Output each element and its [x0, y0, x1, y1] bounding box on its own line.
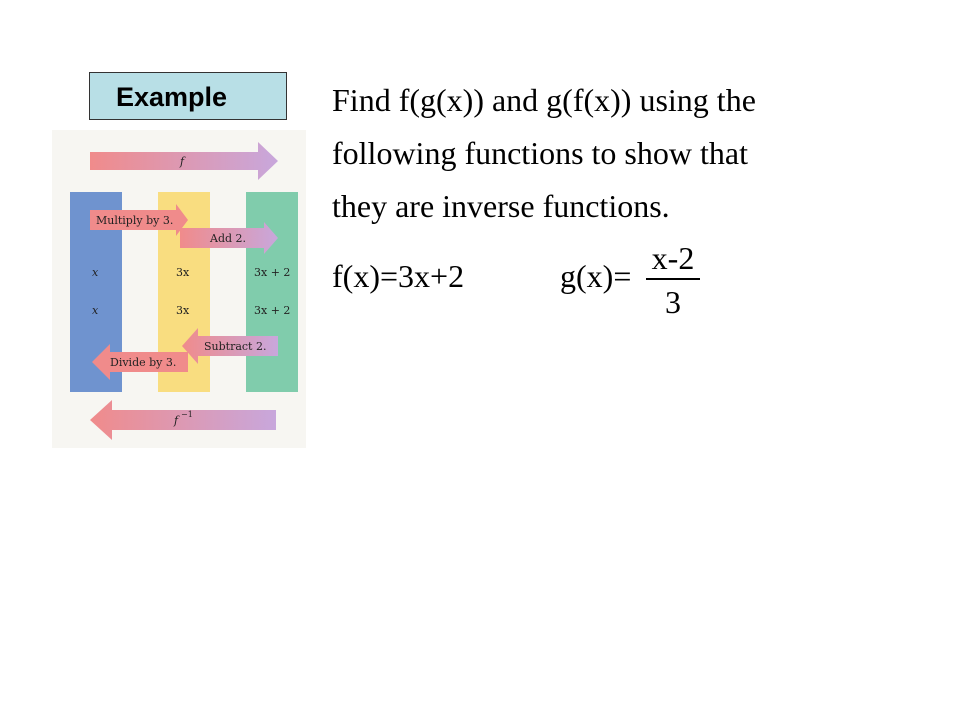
f-arrow-label: f: [179, 155, 186, 168]
row1-col1: x: [92, 266, 99, 279]
g-denominator: 3: [665, 284, 681, 320]
row2-col1: x: [92, 304, 99, 317]
f-inverse-arrow: [90, 400, 276, 440]
inverse-function-diagram: f Multiply by 3. Add 2. x 3x 3x + 2 x 3x…: [52, 130, 306, 448]
divide-arrow: [92, 344, 188, 380]
prompt-line-3: they are inverse functions.: [332, 188, 670, 224]
add-label: Add 2.: [209, 232, 246, 245]
row1-col3: 3x + 2: [254, 266, 290, 279]
f-arrow: [90, 142, 278, 180]
multiply-label: Multiply by 3.: [96, 214, 173, 227]
row2-col3: 3x + 2: [254, 304, 290, 317]
problem-statement: Find f(g(x)) and g(f(x)) using the follo…: [332, 74, 892, 233]
g-numerator: x-2: [651, 240, 695, 276]
f-inverse-exponent: −1: [181, 410, 193, 419]
add-arrow: [180, 222, 278, 254]
prompt-line-2: following functions to show that: [332, 135, 748, 171]
row1-col2: 3x: [176, 266, 190, 279]
g-definition-label: g(x)=: [560, 258, 632, 294]
output-column: [246, 192, 298, 392]
f-inverse-label: f: [173, 414, 180, 427]
diagram-svg: f Multiply by 3. Add 2. x 3x 3x + 2 x 3x…: [52, 130, 306, 448]
prompt-line-1: Find f(g(x)) and g(f(x)) using the: [332, 82, 756, 118]
g-fraction: x-2 3: [646, 240, 700, 320]
f-definition: f(x)=3x+2: [332, 258, 465, 294]
multiply-arrow: [90, 204, 188, 236]
divide-label: Divide by 3.: [110, 356, 176, 369]
subtract-arrow: [182, 328, 278, 364]
fraction-bar: [646, 278, 700, 280]
subtract-label: Subtract 2.: [204, 340, 266, 353]
row2-col2: 3x: [176, 304, 190, 317]
example-badge: Example: [89, 72, 287, 120]
